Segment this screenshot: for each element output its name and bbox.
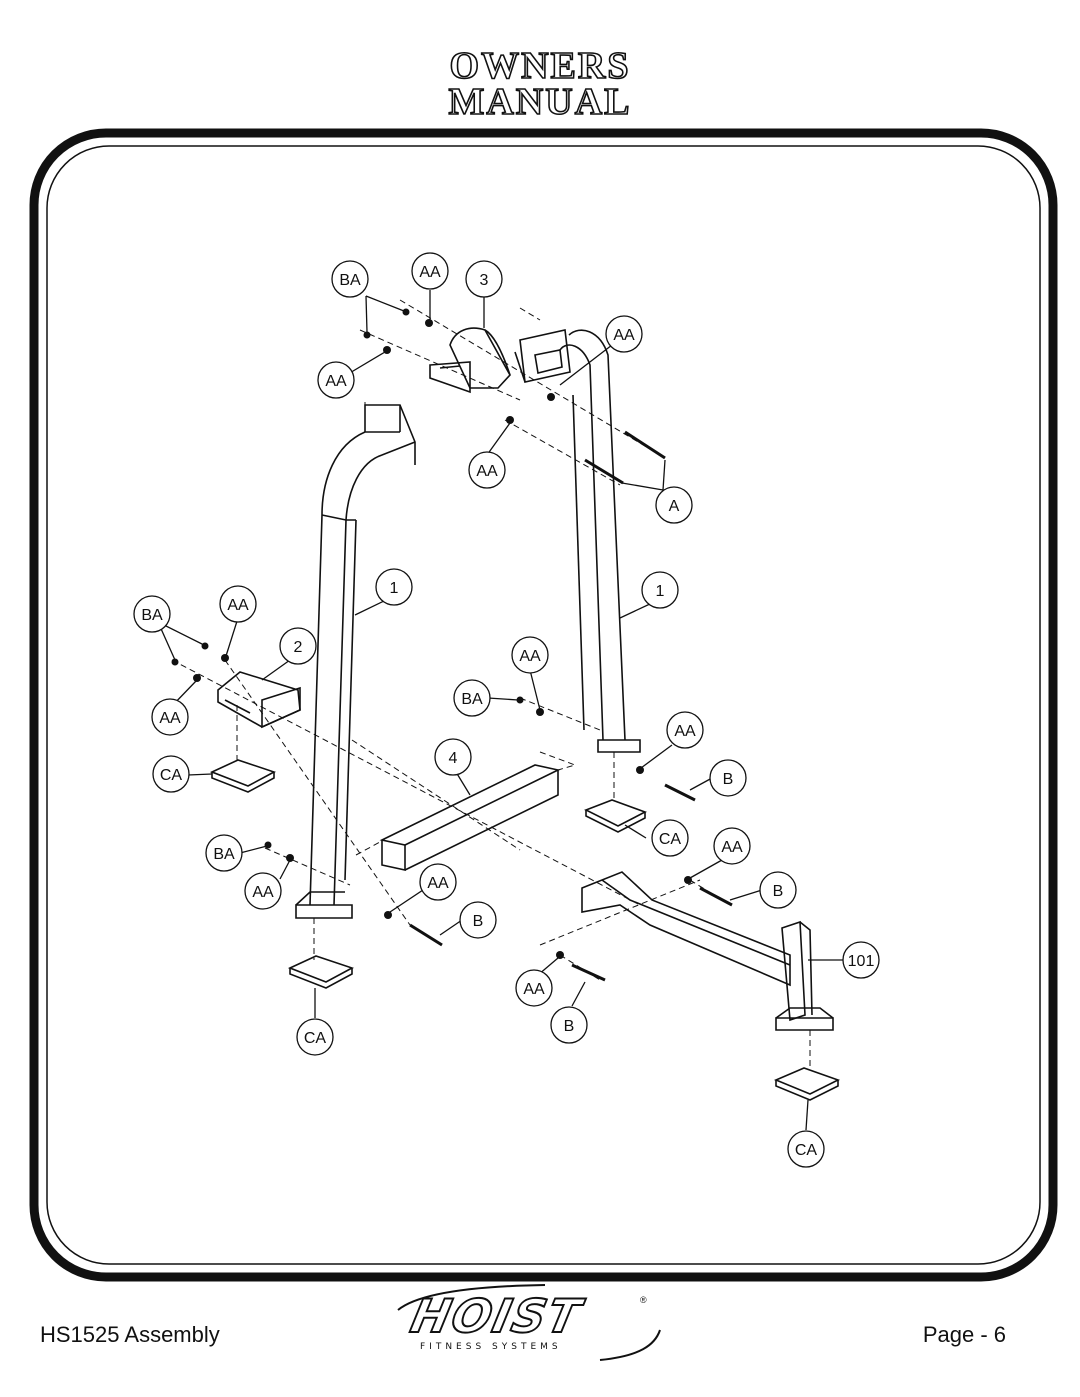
callout-aa-lower-mid: AA: [427, 875, 449, 892]
footer-page-number: Page - 6: [922, 1322, 1006, 1347]
callout-b-lower-mid: B: [473, 913, 484, 930]
callout-ba-lower: BA: [213, 846, 235, 863]
frame-outer: [29, 128, 1058, 1282]
callout-part-2: 2: [294, 639, 303, 656]
callout-b-lower-right: B: [773, 883, 784, 900]
title-line-owners: OWNERS: [449, 45, 631, 87]
callout-ba-center: BA: [461, 691, 483, 708]
callout-aa-lower-right: AA: [721, 839, 743, 856]
callout-ca-bottom-right: CA: [795, 1142, 818, 1159]
callout-aa-right: AA: [674, 723, 696, 740]
leader-lines: [157, 290, 843, 1131]
frame-inner: [46, 145, 1041, 1265]
logo-wordmark: HOIST: [405, 1288, 588, 1344]
callout-aa-center: AA: [519, 648, 541, 665]
callout-part-3: 3: [480, 272, 489, 289]
callout-ca-bottom-left: CA: [304, 1030, 327, 1047]
callout-a-bolt: A: [669, 498, 680, 515]
callout-part-4: 4: [449, 750, 458, 767]
callout-aa-bottom: AA: [523, 981, 545, 998]
callout-aa-left: AA: [159, 710, 181, 727]
callout-ba-left: BA: [141, 607, 163, 624]
callout-b-right: B: [723, 771, 734, 788]
callout-ca-left: CA: [160, 767, 183, 784]
callout-aa-top: AA: [419, 264, 441, 281]
callout-ba-top: BA: [339, 272, 361, 289]
assembly-lines: [171, 299, 811, 1068]
callout-aa-top-right: AA: [613, 327, 635, 344]
callout-aa-mid-top: AA: [476, 463, 498, 480]
callout-aa-top-left: AA: [325, 373, 347, 390]
callout-part-1-right: 1: [656, 583, 665, 600]
callout-aa-left-top: AA: [227, 597, 249, 614]
logo-tagline: FITNESS SYSTEMS: [420, 1342, 562, 1352]
hardware-dots: [171, 308, 692, 959]
callout-part-101: 101: [848, 953, 875, 970]
footer-model-label: HS1525 Assembly: [40, 1322, 220, 1347]
callout-ca-right: CA: [659, 831, 682, 848]
hoist-logo: HOIST ® FITNESS SYSTEMS: [392, 1283, 672, 1363]
callout-aa-lower: AA: [252, 884, 274, 901]
title-line-manual: MANUAL: [448, 81, 632, 123]
callout-part-1-left: 1: [390, 580, 399, 597]
logo-registered-mark: ®: [640, 1295, 647, 1305]
logo-swoosh: [397, 1284, 661, 1361]
callout-b-bottom: B: [564, 1018, 575, 1035]
callout-circles: [133, 252, 880, 1168]
callout-labels: BA AA 3 AA AA AA A 1 1 BA AA 2 AA CA AA …: [141, 264, 874, 1159]
